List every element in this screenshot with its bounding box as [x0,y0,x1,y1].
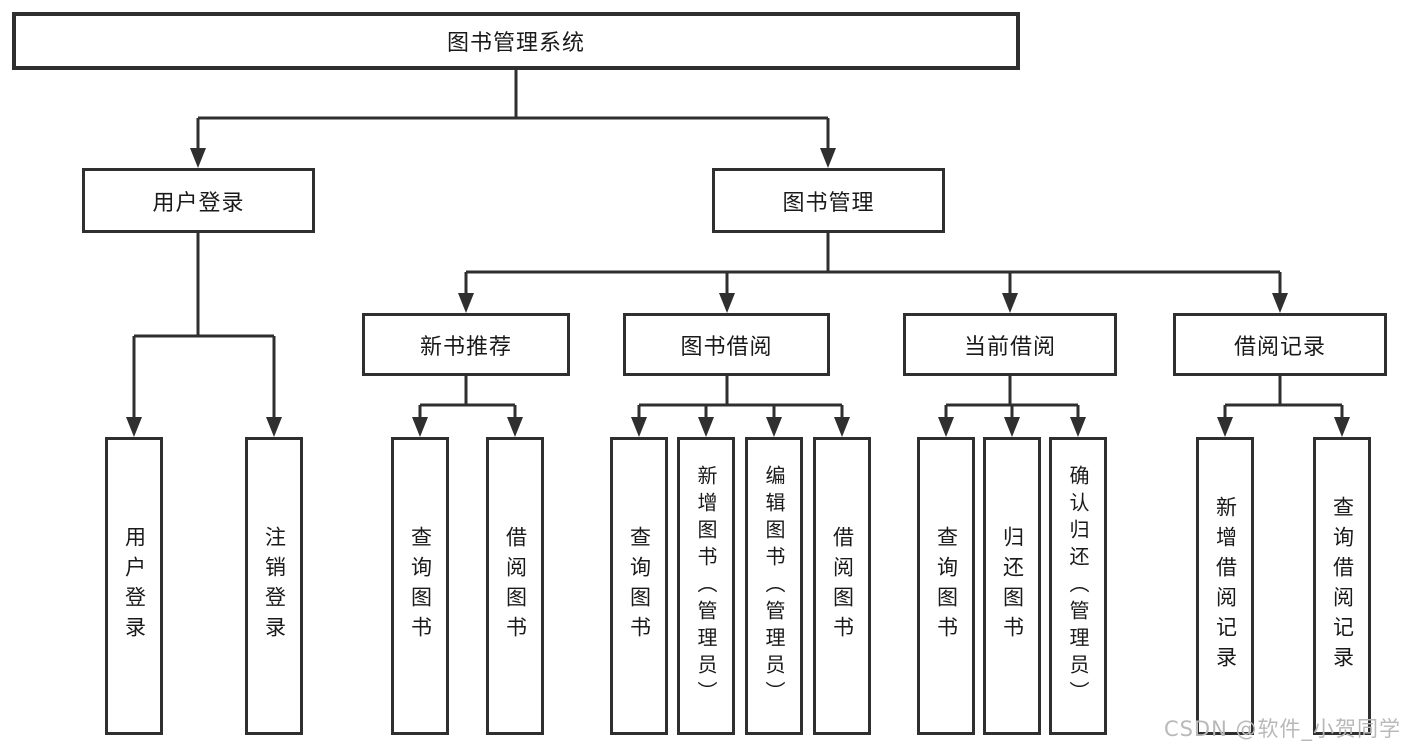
leaf-query-borrow-record: 查询借阅记录 [1313,437,1371,735]
leaf-label: 查询图书 [627,526,652,646]
leaf-logout: 注销登录 [245,437,303,735]
leaf-label: 查询图书 [934,526,959,646]
arrowhead [1004,417,1020,437]
arrowhead [266,417,282,437]
arrowhead [1217,417,1233,437]
arrowhead [766,417,782,437]
arrowhead [1070,417,1086,437]
node-label: 图书管理系统 [446,31,585,56]
leaf-label: 注销登录 [262,526,287,646]
arrowhead [1334,417,1350,437]
arrowhead [698,417,714,437]
node-book-management: 图书管理 [712,168,945,233]
node-new-book-recommend: 新书推荐 [362,313,570,376]
leaf-label: 查询图书 [408,526,433,646]
node-user-login: 用户登录 [82,168,315,233]
leaf-borrow-books: 借阅图书 [813,437,871,735]
arrowhead [820,148,836,168]
leaf-add-borrow-record: 新增借阅记录 [1196,437,1254,735]
node-book-borrow: 图书借阅 [623,313,830,376]
arrowhead [938,417,954,437]
arrowhead [719,293,735,313]
arrowhead [190,148,206,168]
leaf-label: 编辑图书（管理员） [762,464,786,708]
arrowhead [126,417,142,437]
leaf-label: 查询借阅记录 [1330,496,1355,676]
arrowhead [507,417,523,437]
leaf-label: 借阅图书 [503,526,528,646]
leaf-confirm-return-admin: 确认归还（管理员） [1049,437,1107,735]
arrowhead [458,293,474,313]
node-current-borrow: 当前借阅 [903,313,1117,376]
leaf-query-books: 查询图书 [917,437,975,735]
node-label: 借阅记录 [1233,334,1326,360]
node-borrow-records: 借阅记录 [1173,313,1387,376]
leaf-edit-books-admin: 编辑图书（管理员） [745,437,803,735]
leaf-user-login: 用户登录 [105,437,163,735]
leaf-label: 确认归还（管理员） [1066,464,1090,708]
node-label: 新书推荐 [419,334,512,360]
leaf-label: 新增借阅记录 [1213,496,1238,676]
leaf-query-books: 查询图书 [391,437,449,735]
leaf-query-books: 查询图书 [610,437,668,735]
arrowhead [834,417,850,437]
node-library-management-system: 图书管理系统 [12,12,1020,70]
arrowhead [412,417,428,437]
csdn-watermark: CSDN @软件_小贺同学 [1163,717,1401,741]
node-label: 当前借阅 [963,334,1056,360]
arrowhead [1272,293,1288,313]
leaf-label: 归还图书 [1000,526,1025,646]
leaf-return-books: 归还图书 [983,437,1041,735]
leaf-add-books-admin: 新增图书（管理员） [677,437,735,735]
arrowhead [631,417,647,437]
node-label: 图书借阅 [680,334,773,360]
leaf-borrow-books: 借阅图书 [486,437,544,735]
leaf-label: 借阅图书 [830,526,855,646]
leaf-label: 新增图书（管理员） [694,464,718,708]
leaf-label: 用户登录 [122,526,147,646]
node-label: 图书管理 [782,190,875,216]
node-label: 用户登录 [152,190,245,216]
arrowhead [1002,293,1018,313]
